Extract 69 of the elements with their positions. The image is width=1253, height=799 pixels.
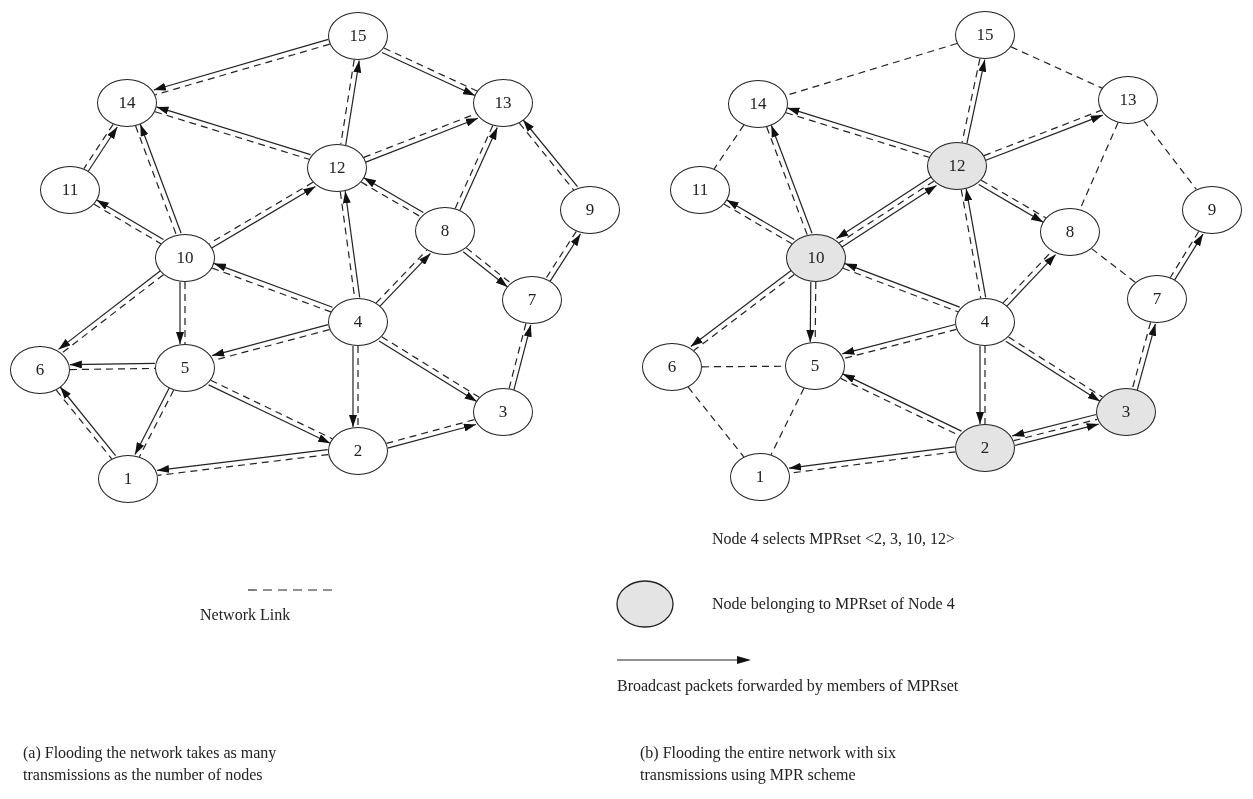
network-link	[770, 387, 805, 456]
network-node: 15	[328, 12, 388, 60]
broadcast-arrow	[342, 190, 361, 299]
network-link	[1013, 418, 1098, 442]
network-node: 5	[155, 344, 215, 392]
diagram-note: Node 4 selects MPRset <2, 3, 10, 12>	[712, 529, 955, 549]
broadcast-arrow	[964, 188, 987, 298]
broadcast-arrow	[1136, 323, 1157, 391]
network-node: 1	[730, 453, 790, 501]
network-node: 10	[155, 234, 215, 282]
broadcast-arrow	[69, 360, 156, 369]
network-node: 2	[955, 424, 1015, 472]
network-link	[357, 345, 359, 428]
network-link	[984, 345, 986, 425]
network-node: 7	[1127, 275, 1187, 323]
network-node: 8	[415, 207, 475, 255]
figure-caption: (b) Flooding the entire network with six transmissions using MPR scheme	[640, 743, 897, 786]
network-link	[1143, 119, 1197, 191]
network-node: 15	[955, 11, 1015, 59]
network-node: 10	[786, 234, 846, 282]
network-link	[1091, 248, 1136, 283]
network-link	[385, 419, 476, 444]
network-link	[713, 124, 745, 170]
network-node: 8	[1040, 208, 1100, 256]
broadcast-arrow	[513, 324, 532, 391]
network-node: 9	[1182, 186, 1242, 234]
network-node: 12	[307, 144, 367, 192]
network-link	[961, 58, 981, 143]
network-node: 13	[1098, 76, 1158, 124]
broadcast-arrow	[966, 59, 987, 144]
network-node: 1	[98, 455, 158, 503]
broadcast-arrow	[976, 345, 984, 425]
network-node: 4	[328, 298, 388, 346]
network-node: 13	[473, 79, 533, 127]
network-node: 6	[642, 343, 702, 391]
network-node: 11	[670, 166, 730, 214]
network-link	[960, 189, 982, 299]
broadcast-arrow	[1014, 423, 1100, 447]
network-link	[1010, 46, 1103, 89]
legend-label: Broadcast packets forwarded by members of MPRset	[617, 676, 959, 697]
broadcast-arrow	[806, 281, 815, 343]
network-link	[157, 454, 329, 476]
network-node: 2	[328, 427, 388, 475]
broadcast-arrow	[387, 423, 477, 449]
network-link	[340, 59, 355, 145]
broadcast-arrow	[349, 345, 357, 428]
broadcast-arrow	[788, 446, 956, 471]
network-node: 14	[728, 80, 788, 128]
legend-label: Network Link	[200, 605, 291, 625]
network-link	[687, 386, 745, 458]
broadcast-arrow	[345, 60, 362, 146]
network-node: 14	[97, 79, 157, 127]
network-node: 6	[10, 346, 70, 394]
network-node: 11	[40, 166, 100, 214]
broadcast-arrow	[1011, 413, 1097, 437]
broadcast-arrow	[156, 449, 329, 473]
network-link	[508, 322, 527, 390]
network-node: 9	[560, 186, 620, 234]
legend-label: Node belonging to MPRset of Node 4	[712, 594, 955, 615]
network-node: 3	[473, 388, 533, 436]
network-link	[1131, 321, 1152, 390]
network-node: 4	[955, 298, 1015, 346]
figure-caption: (a) Flooding the network takes as many transmissions as the number of nodes	[23, 743, 278, 785]
network-node: 7	[502, 276, 562, 324]
network-node: 3	[1096, 388, 1156, 436]
broadcast-arrow	[176, 281, 184, 345]
network-node: 5	[785, 342, 845, 390]
network-node: 12	[927, 142, 987, 190]
network-link	[184, 281, 186, 345]
